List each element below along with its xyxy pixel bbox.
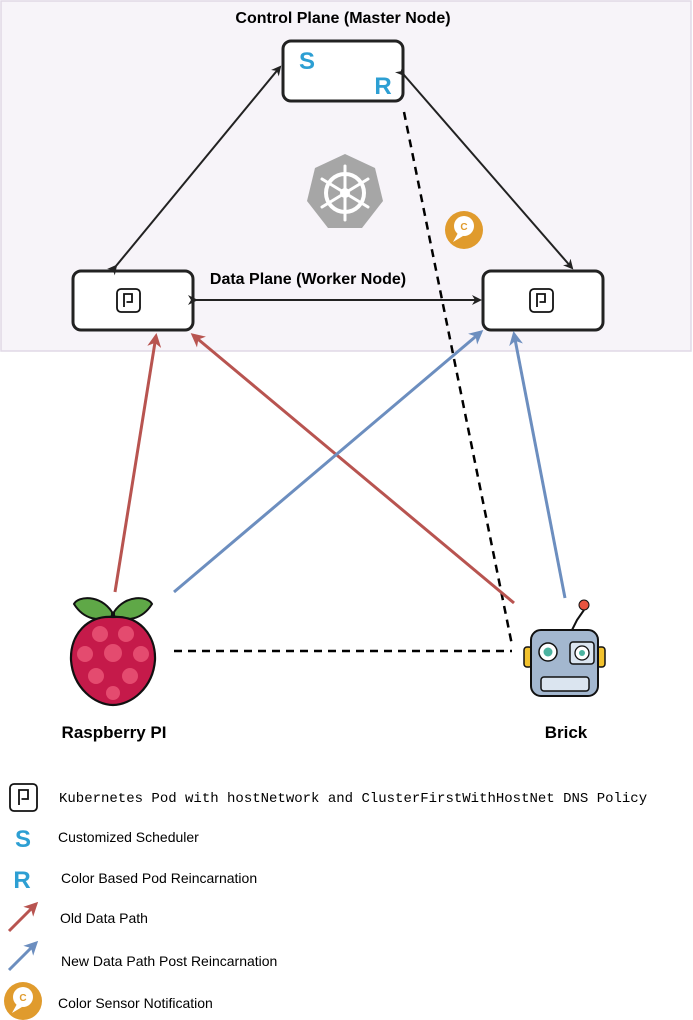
master-left-worker-connector: [107, 65, 282, 276]
legend-item-scheduler: S Customized Scheduler: [15, 826, 199, 853]
brick-label: Brick: [545, 723, 588, 742]
legend-item-reincarnation: R Color Based Pod Reincarnation: [13, 867, 257, 894]
master-node-box: S R: [281, 39, 405, 103]
old-path-brick-arrow: [190, 333, 515, 605]
blue-arrow-icon: [7, 940, 39, 972]
new-path-brick-arrow: [509, 331, 567, 599]
scheduler-s-icon: S: [299, 48, 315, 75]
kubernetes-logo-icon: [307, 154, 383, 228]
red-arrow-icon: [7, 901, 39, 933]
new-path-raspberry-arrow: [173, 330, 484, 594]
pod-icon: [529, 288, 554, 313]
legend-text: Color Based Pod Reincarnation: [61, 870, 257, 886]
scheduler-s-icon: S: [15, 826, 31, 853]
legend-item-color-sensor: C Color Sensor Notification: [4, 982, 213, 1020]
legend-text: Old Data Path: [60, 910, 148, 926]
legend-item-new-path: New Data Path Post Reincarnation: [7, 940, 277, 972]
color-sensor-letter: C: [460, 222, 467, 233]
legend: Kubernetes Pod with hostNetwork and Clus…: [4, 783, 647, 1020]
svg-text:C: C: [19, 993, 26, 1004]
pod-icon: [116, 288, 141, 313]
data-plane-title: Data Plane (Worker Node): [210, 271, 406, 288]
reincarnation-r-icon: R: [374, 73, 391, 100]
legend-text: Kubernetes Pod with hostNetwork and Clus…: [59, 791, 647, 807]
color-sensor-icon: C: [4, 982, 42, 1020]
legend-item-pod: Kubernetes Pod with hostNetwork and Clus…: [9, 783, 647, 812]
legend-text: New Data Path Post Reincarnation: [61, 953, 277, 969]
brick-robot-icon: [523, 599, 606, 697]
old-path-raspberry-arrow: [113, 333, 162, 593]
control-plane-title: Control Plane (Master Node): [235, 10, 450, 27]
pod-icon: [9, 783, 38, 812]
reincarnation-r-icon: R: [13, 867, 30, 894]
raspberry-pi-label: Raspberry PI: [62, 723, 167, 742]
master-right-worker-connector: [394, 65, 574, 270]
worker-node-right: [481, 269, 605, 332]
legend-text: Customized Scheduler: [58, 829, 199, 845]
brick-to-master-dashed-link: [402, 111, 514, 646]
worker-node-left: [71, 269, 195, 332]
legend-item-old-path: Old Data Path: [7, 901, 148, 933]
color-sensor-notification-icon: C: [445, 211, 483, 249]
legend-text: Color Sensor Notification: [58, 995, 213, 1011]
raspberry-pi-icon: [69, 597, 157, 707]
